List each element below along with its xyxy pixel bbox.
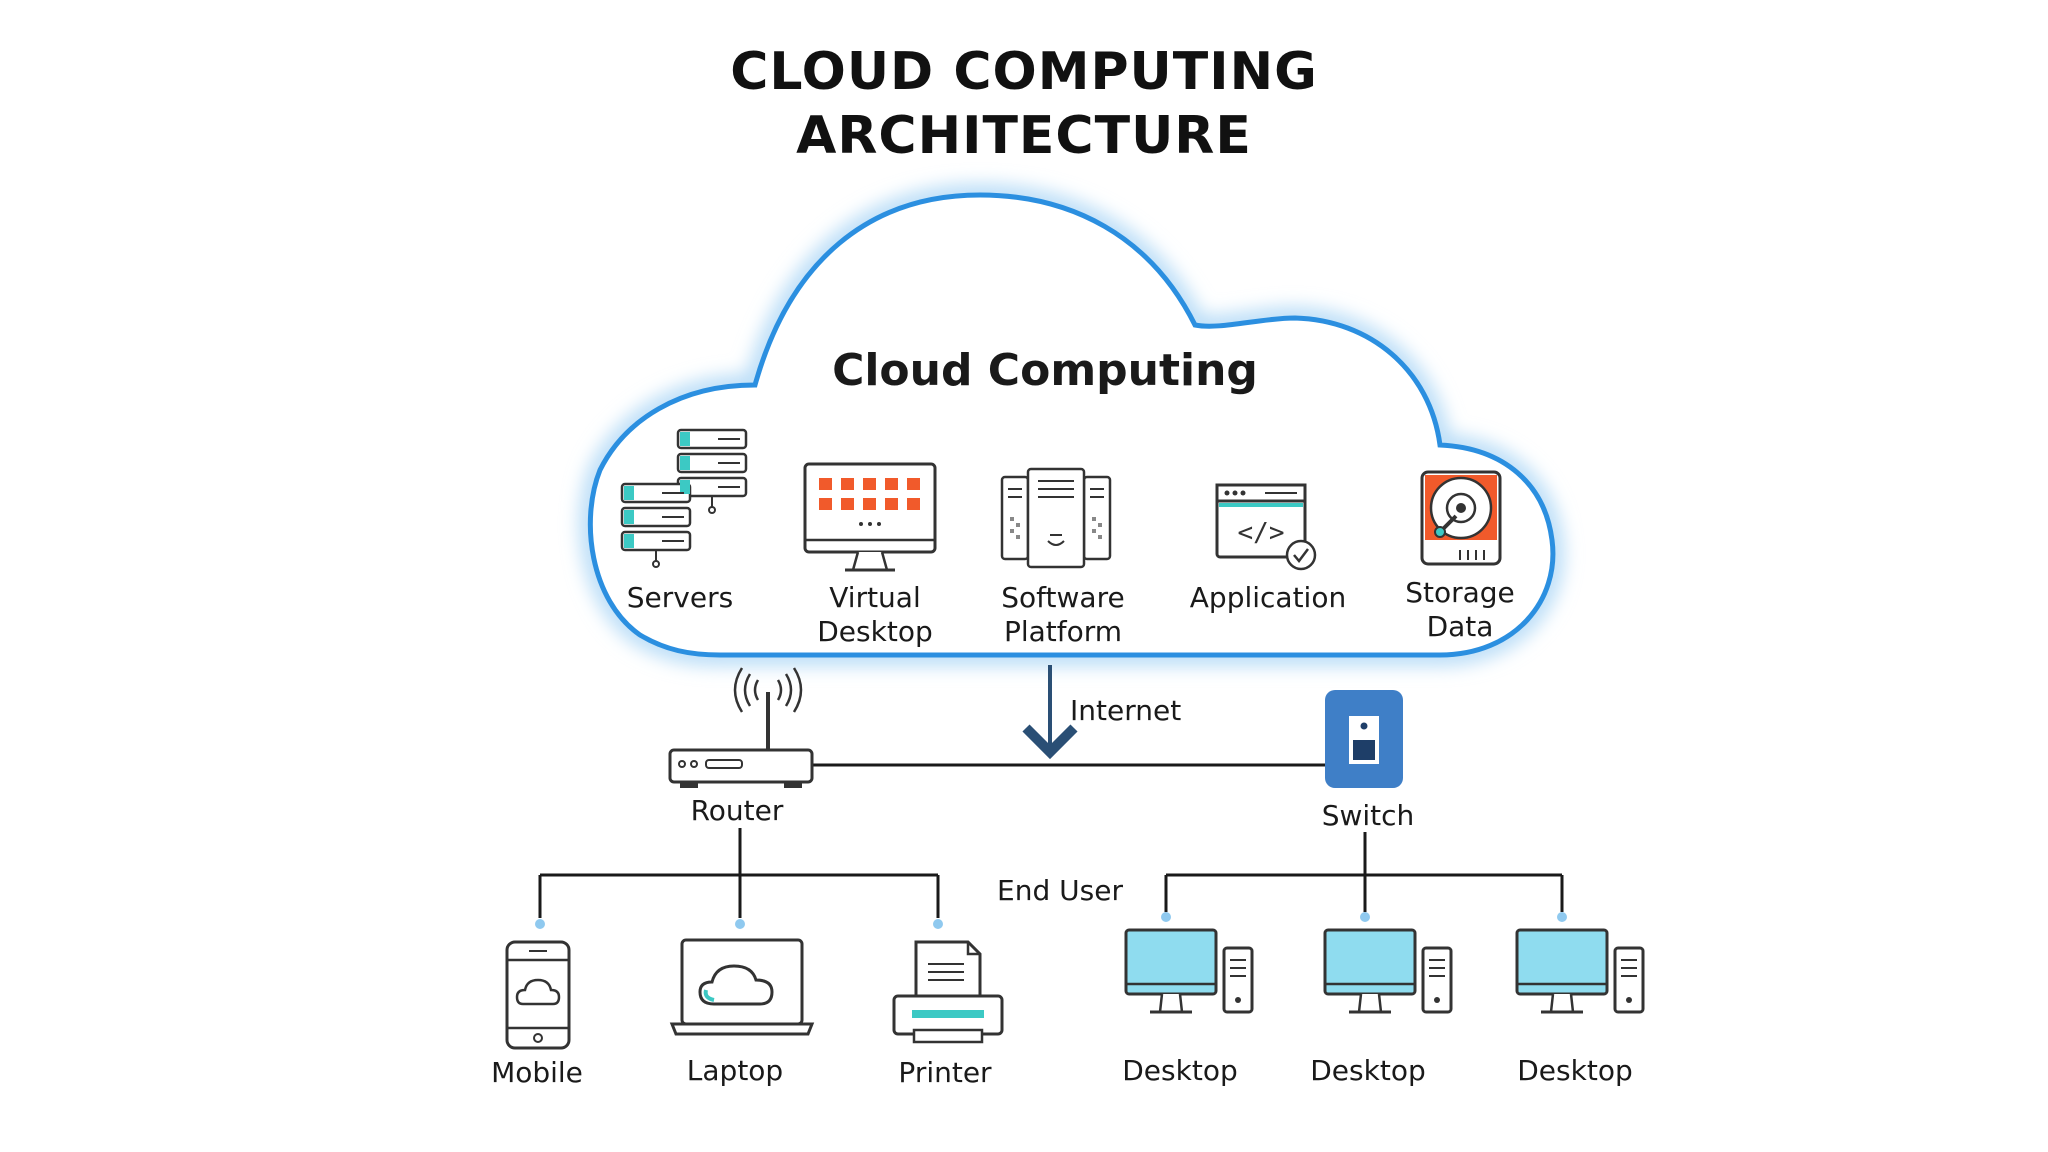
desktop-icon [1124,928,1254,1014]
router-icon [668,667,814,788]
laptop-icon [669,938,815,1036]
desktop-icon [1515,928,1645,1014]
switch-icon [1325,690,1403,788]
mobile-label: Mobile [491,1056,583,1089]
service-label-data: Data [1427,610,1494,643]
service-label-servers: Servers [627,581,733,614]
desktop-icon [1323,928,1453,1014]
service-label-storage: Storage [1405,576,1515,609]
storage-data-icon [1420,470,1502,566]
svg-text:</>: </> [1238,518,1285,548]
printer-icon [892,940,1004,1044]
laptop-label: Laptop [687,1054,783,1087]
desktop-label-3: Desktop [1517,1054,1632,1087]
application-icon: </> [1215,483,1317,571]
desktop-label-1: Desktop [1122,1054,1237,1087]
end-user-label: End User [997,874,1123,907]
router-label: Router [691,794,784,827]
switch-label: Switch [1322,799,1415,832]
internet-label: Internet [1070,694,1181,727]
cloud-heading: Cloud Computing [832,345,1258,396]
service-label-platform: Platform [1004,615,1122,648]
servers-icon [620,428,748,568]
mobile-icon [505,940,571,1050]
printer-label: Printer [898,1056,992,1089]
service-label-software: Software [1001,581,1124,614]
connection-lines [538,763,1564,918]
virtual-desktop-icon [803,462,937,572]
title-line-1: CLOUD COMPUTING [730,42,1318,102]
desktop-label-2: Desktop [1310,1054,1425,1087]
service-label-desktop: Desktop [817,615,932,648]
service-label-virtual: Virtual [829,581,921,614]
connection-dots [535,912,1567,929]
service-label-application: Application [1190,581,1346,614]
software-platform-icon [1000,467,1112,569]
title-line-2: ARCHITECTURE [796,106,1252,166]
